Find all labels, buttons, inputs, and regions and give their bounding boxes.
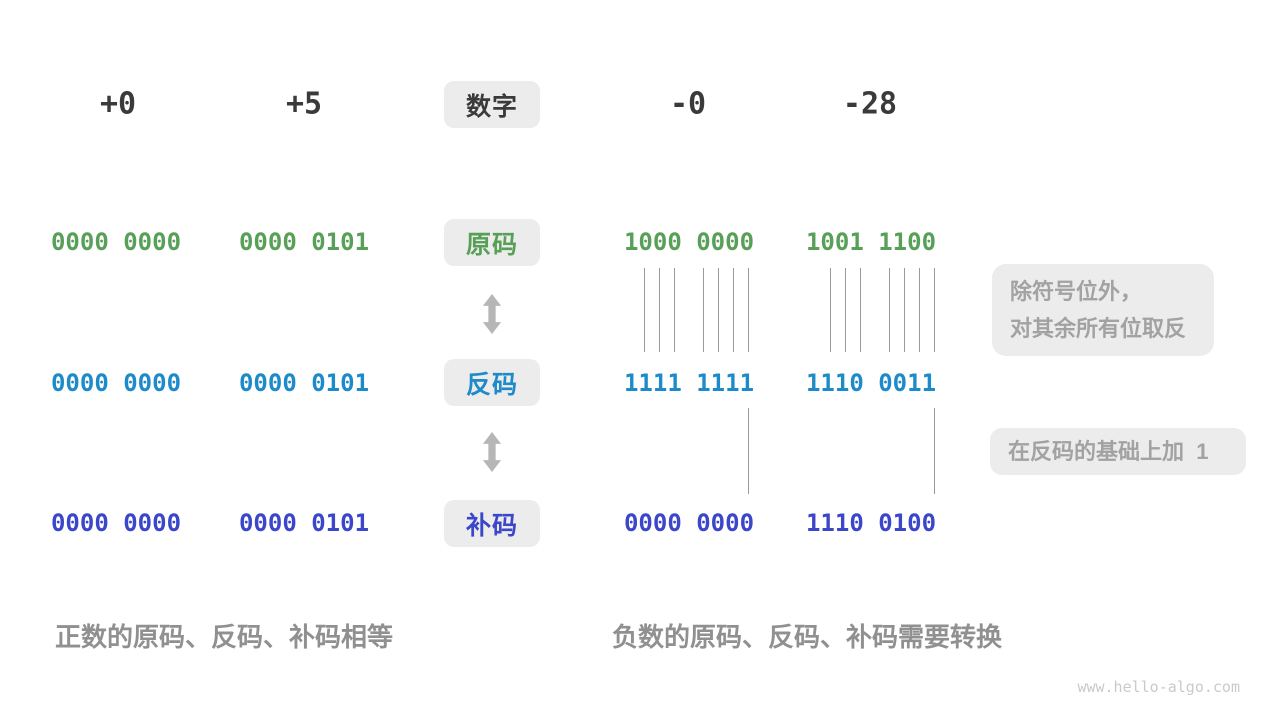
- twos-complement-value-minus28: 1110 0100: [805, 509, 937, 537]
- ones-complement-value-minus28: 1110 0011: [805, 369, 937, 397]
- bit-connector-line: [934, 408, 935, 494]
- up-down-arrow-icon: [482, 432, 502, 472]
- twos-complement-badge: 补码: [444, 500, 540, 547]
- header-minus-0: -0: [669, 86, 707, 122]
- ones-complement-value-plus5: 0000 0101: [238, 369, 370, 397]
- bit-connector-line: [644, 268, 645, 352]
- sign-magnitude-value-plus5: 0000 0101: [238, 228, 370, 256]
- twos-complement-value-plus0: 0000 0000: [50, 509, 182, 537]
- header-minus-28: -28: [842, 86, 898, 122]
- header-plus-0: +0: [99, 86, 137, 122]
- twos-complement-value-plus5: 0000 0101: [238, 509, 370, 537]
- positive-numbers-caption: 正数的原码、反码、补码相等: [55, 622, 394, 652]
- sign-magnitude-value-plus0: 0000 0000: [50, 228, 182, 256]
- number-badge: 数字: [444, 81, 540, 128]
- add-one-note: 在反码的基础上加 1: [990, 428, 1246, 475]
- ones-complement-value-minus0: 1111 1111: [623, 369, 755, 397]
- bit-connector-line: [889, 268, 890, 352]
- ones-complement-value-plus0: 0000 0000: [50, 369, 182, 397]
- bit-connector-line: [845, 268, 846, 352]
- invert-bits-note-line1: 除符号位外，: [1010, 279, 1143, 304]
- bit-connector-line: [733, 268, 734, 352]
- watermark: www.hello-algo.com: [1077, 678, 1240, 696]
- add-one-note-text: 在反码的基础上加 1: [1008, 439, 1209, 464]
- bit-connector-line: [748, 268, 749, 352]
- bit-connector-line: [860, 268, 861, 352]
- invert-bits-note-line2: 对其余所有位取反: [1010, 316, 1187, 341]
- bit-connector-line: [934, 268, 935, 352]
- negative-numbers-caption: 负数的原码、反码、补码需要转换: [612, 622, 1003, 652]
- bit-connector-line: [659, 268, 660, 352]
- up-down-arrow-icon: [482, 294, 502, 334]
- bit-connector-line: [919, 268, 920, 352]
- sign-magnitude-badge: 原码: [444, 219, 540, 266]
- invert-bits-note: 除符号位外， 对其余所有位取反: [992, 264, 1214, 356]
- sign-magnitude-value-minus28: 1001 1100: [805, 228, 937, 256]
- bit-connector-line: [748, 408, 749, 494]
- bit-connector-line: [718, 268, 719, 352]
- bit-connector-line: [674, 268, 675, 352]
- bit-connector-line: [830, 268, 831, 352]
- bit-connector-line: [703, 268, 704, 352]
- ones-complement-badge: 反码: [444, 359, 540, 406]
- bit-connector-line: [904, 268, 905, 352]
- header-plus-5: +5: [285, 86, 323, 122]
- sign-magnitude-value-minus0: 1000 0000: [623, 228, 755, 256]
- twos-complement-value-minus0: 0000 0000: [623, 509, 755, 537]
